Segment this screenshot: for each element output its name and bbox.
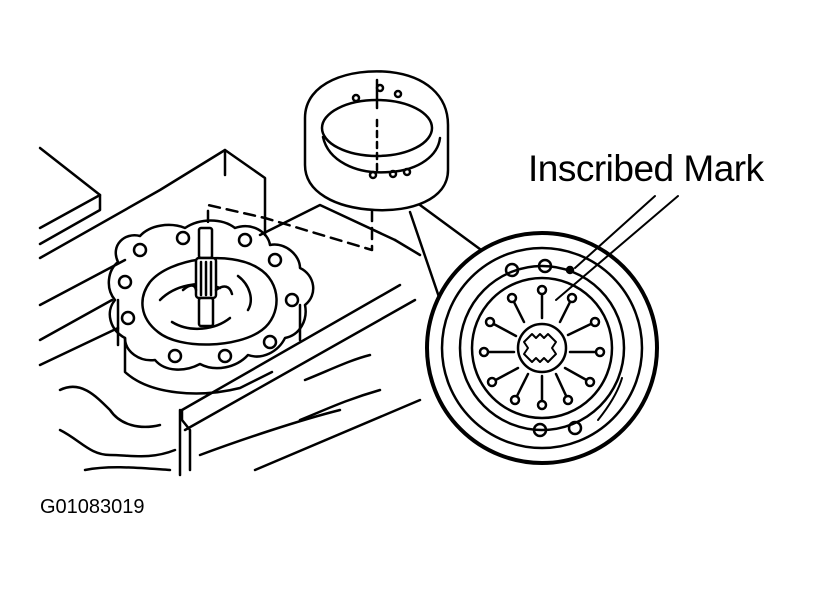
engine-housing (38, 146, 422, 477)
pump-shaft (181, 226, 234, 328)
cam-ring (303, 70, 450, 212)
magnified-detail (425, 231, 659, 465)
inscribed-mark-label: Inscribed Mark (528, 148, 764, 189)
figure-id: G01083019 (40, 496, 145, 518)
callout-leader-lines (555, 195, 679, 301)
alignment-dashed-line (206, 203, 374, 252)
zoom-lines (408, 203, 490, 302)
